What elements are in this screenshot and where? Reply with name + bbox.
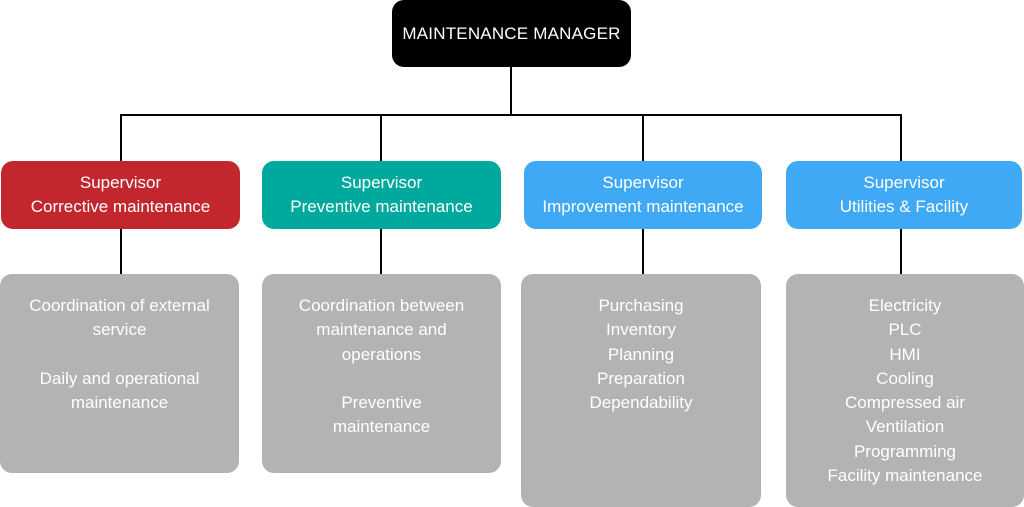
supervisor-area-label: Corrective maintenance: [30, 197, 211, 216]
supervisor-preventive-box: Supervisor Preventive maintenance: [262, 161, 501, 229]
task-line: HMI: [889, 344, 921, 364]
task-line: Purchasing: [598, 296, 684, 315]
supervisor-corrective-box: Supervisor Corrective maintenance: [1, 161, 240, 229]
maintenance-manager-box: MAINTENANCE MANAGER: [392, 0, 631, 67]
task-line: Dependability: [589, 393, 693, 413]
improvement-tasks-box: Purchasing Inventory Planning Preparatio…: [521, 274, 761, 507]
task-line: Compressed air: [845, 393, 965, 413]
supervisor-role-label: Supervisor: [602, 173, 684, 192]
task-line: Planning: [607, 344, 675, 364]
task-line: Ventilation: [865, 417, 945, 437]
task-line: Daily and operational: [39, 368, 200, 388]
corrective-tasks-box: Coordination of external service Daily a…: [0, 274, 239, 473]
supervisor-area-label: Preventive maintenance: [290, 197, 473, 216]
task-line: maintenance: [332, 417, 431, 437]
task-line: Coordination of external: [29, 296, 210, 315]
task-line: Facility maintenance: [827, 466, 983, 486]
supervisor-area-label: Improvement maintenance: [542, 197, 744, 216]
utilities-tasks-box: Electricity PLC HMI Cooling Compressed a…: [786, 274, 1024, 507]
task-line: maintenance: [70, 392, 169, 412]
supervisor-role-label: Supervisor: [340, 173, 423, 192]
supervisor-role-label: Supervisor: [863, 173, 945, 192]
task-line: Electricity: [868, 296, 942, 315]
supervisor-improvement-box: Supervisor Improvement maintenance: [524, 161, 762, 229]
task-line: PLC: [888, 320, 922, 340]
task-line: Cooling: [876, 368, 934, 388]
task-line: Preparation: [597, 368, 685, 388]
supervisor-utilities-box: Supervisor Utilities & Facility: [786, 161, 1022, 229]
supervisor-role-label: Supervisor: [79, 173, 162, 192]
task-line: maintenance and: [316, 320, 447, 340]
task-line: operations: [341, 344, 422, 364]
task-line: Coordination between: [298, 296, 465, 315]
task-line: service: [92, 320, 147, 340]
task-line: Inventory: [606, 320, 676, 340]
supervisor-area-label: Utilities & Facility: [839, 197, 969, 216]
preventive-tasks-box: Coordination between maintenance and ope…: [262, 274, 501, 473]
task-line: Programming: [853, 441, 957, 461]
manager-title: MAINTENANCE MANAGER: [402, 23, 621, 43]
task-line: Preventive: [341, 392, 422, 412]
